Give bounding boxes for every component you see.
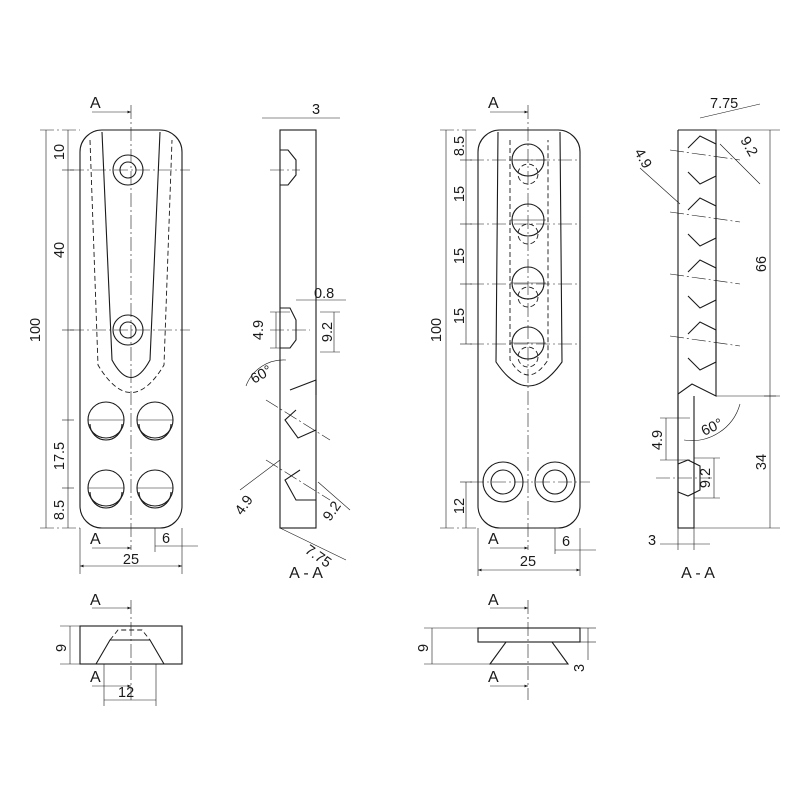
left-bottom-view: A A 9 12 [54,592,183,706]
left-front-dim-25: 25 [123,552,139,568]
left-section-dim-4-9-lower: 4.9 [232,493,257,519]
right-front-dim-15-first: 15 [452,186,468,202]
right-section-dim-4-9-lower: 4.9 [650,430,666,450]
left-front-section-marker-top: A [90,95,101,112]
right-section-dim-3: 3 [648,533,656,549]
right-section-dim-60-deg: 60° [699,416,726,440]
left-slot-outline [101,131,161,378]
right-bottom-dim-9: 9 [416,644,432,652]
left-front-section-marker-bottom: A [90,531,101,548]
left-section-view: 3 0.8 4.9 9.2 60° 4.9 9.2 7.75 A - A [232,102,351,582]
right-bottom-outline [477,627,581,643]
left-section-dim-0-8: 0.8 [314,286,334,302]
right-front-dim-15-second: 15 [452,248,468,264]
right-bottom-view: A A 9 3 [416,592,596,700]
right-front-dim-25: 25 [520,554,536,570]
right-lower-holes [470,461,590,503]
right-section-view: 7.75 4.9 9.2 66 34 60° 4.9 9.2 3 A - A [631,96,780,582]
right-front-view: A A 8.5 15 15 15 100 12 25 6 [429,95,596,576]
left-section-dim-60-deg: 60° [248,363,275,388]
left-middle-hole [70,314,190,346]
right-bottom-dim-3: 3 [572,664,588,672]
right-front-dim-8-5: 8.5 [452,136,468,156]
left-front-dim-10: 10 [52,144,68,160]
right-slot-holes [470,143,580,368]
left-section-dim-4-9-upper: 4.9 [251,320,267,340]
left-section-dim-3: 3 [312,102,320,118]
left-section-dim-9-2-upper: 9.2 [320,322,336,342]
left-lower-holes [87,401,174,509]
left-front-dim-6: 6 [162,531,170,547]
left-upper-hole [70,154,190,186]
right-section-dim-4-9-upper: 4.9 [631,146,655,171]
left-bottom-section-marker-top: A [90,592,101,609]
right-front-dim-6: 6 [562,534,570,550]
right-bottom-section-marker-top: A [488,592,499,609]
left-section-title: A - A [289,565,323,582]
left-front-dim-100: 100 [28,318,44,342]
right-front-section-marker-top: A [488,95,499,112]
right-bottom-section-marker-bottom: A [488,669,499,686]
left-front-dim-8-5: 8.5 [52,500,68,520]
right-section-dim-66: 66 [754,256,770,272]
left-front-view: A A 10 40 100 17.5 8.5 25 6 [28,95,198,574]
left-bottom-dim-12: 12 [118,685,134,701]
right-section-dim-9-2-upper: 9.2 [737,134,761,159]
left-front-dim-17-5: 17.5 [52,442,68,470]
right-front-dim-15-third: 15 [452,308,468,324]
right-slot-outline [495,131,563,387]
right-front-dim-12: 12 [452,498,468,514]
left-front-dim-40: 40 [52,242,68,258]
right-section-dim-34: 34 [754,454,770,470]
right-section-dim-9-2-lower: 9.2 [698,468,714,488]
left-bottom-section-marker-bottom: A [90,669,101,686]
right-plate-outline [477,129,581,529]
left-section-outline [279,129,317,529]
right-section-dim-7-75: 7.75 [710,96,738,112]
right-section-title: A - A [681,565,715,582]
left-bottom-dim-9: 9 [54,644,70,652]
right-slot-hidden [509,140,549,376]
right-front-dim-100: 100 [429,318,445,342]
right-front-section-marker-bottom: A [488,531,499,548]
